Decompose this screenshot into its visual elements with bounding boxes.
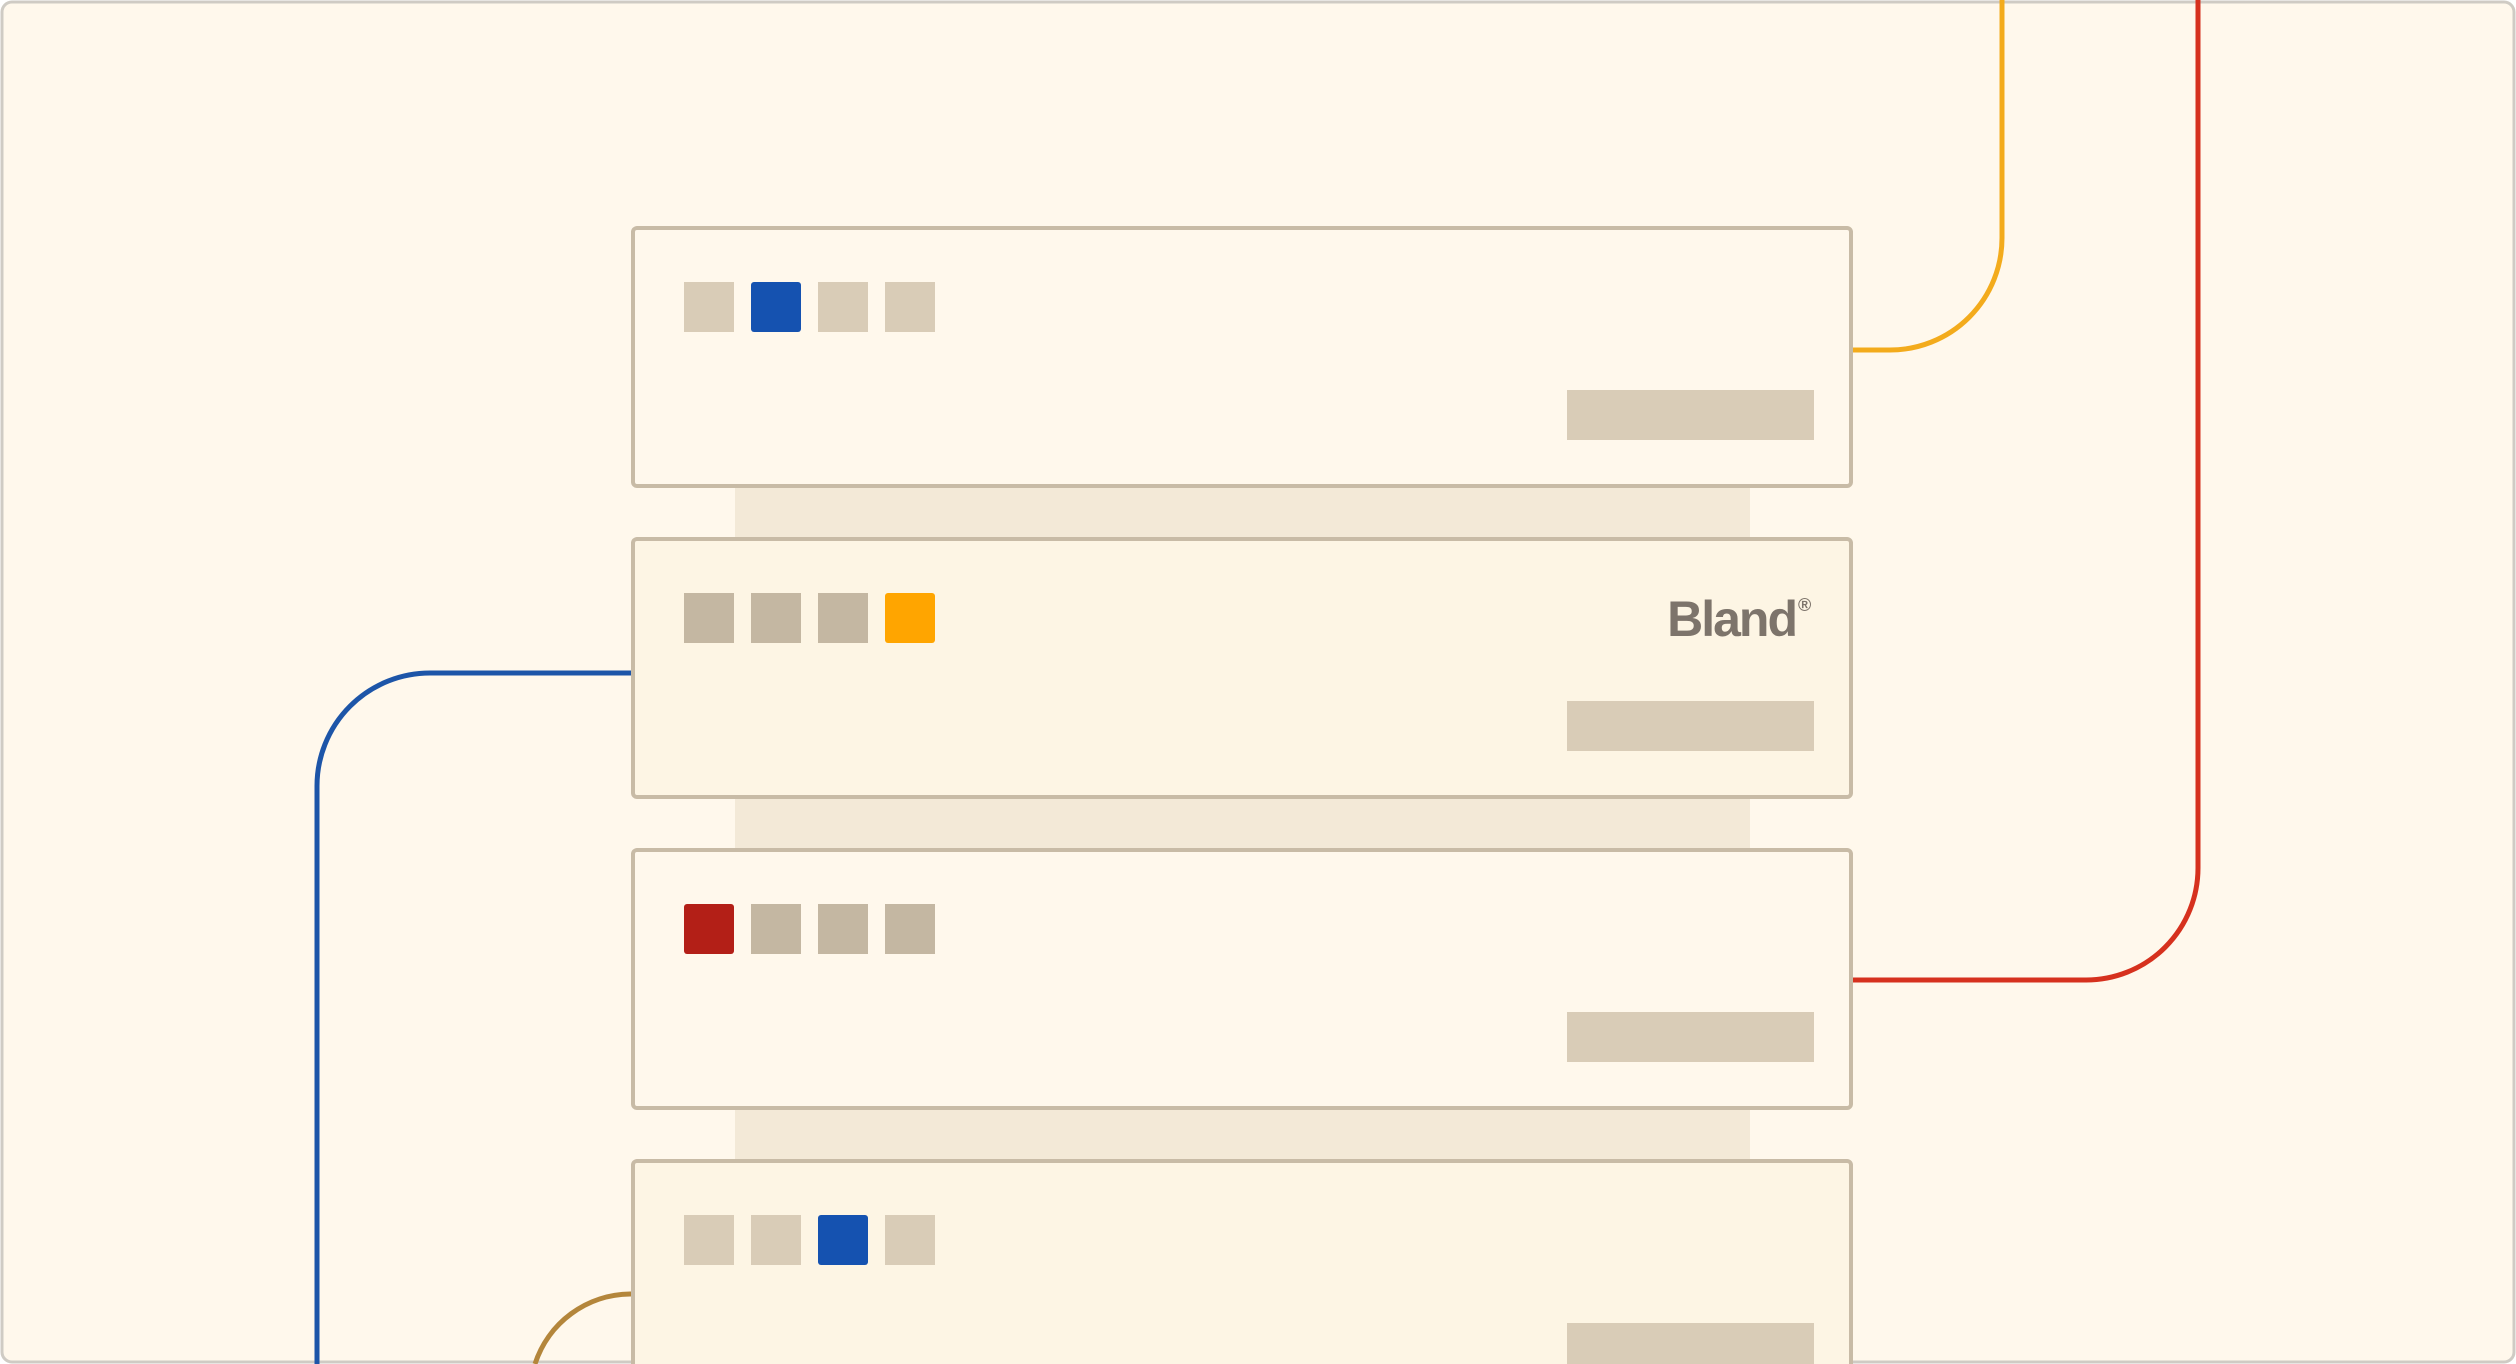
connector-band — [735, 484, 1750, 540]
drive-bar — [1567, 1012, 1814, 1062]
status-indicator-square — [818, 904, 868, 954]
status-indicator-square — [885, 904, 935, 954]
server-unit-card — [631, 848, 1853, 1110]
status-indicator-square — [885, 282, 935, 332]
yellow-connector-line — [1852, 0, 2005, 353]
status-indicator-square — [885, 1215, 935, 1265]
status-indicator-square — [751, 1215, 801, 1265]
server-units: Bland® — [631, 226, 1853, 1364]
server-unit: Bland® — [631, 537, 1853, 799]
drive-bar — [1567, 1323, 1814, 1364]
brand-logo: Bland — [1667, 591, 1796, 647]
server-unit-card — [631, 1159, 1853, 1364]
red-connector-line — [1852, 0, 2201, 983]
drive-bar — [1567, 390, 1814, 440]
status-indicator-square — [751, 593, 801, 643]
status-indicator-square — [684, 593, 734, 643]
gold-connector-line — [532, 1291, 632, 1364]
status-indicator-square — [684, 1215, 734, 1265]
status-indicator-square — [684, 282, 734, 332]
status-indicator-square — [818, 1215, 868, 1265]
status-indicator-square — [751, 904, 801, 954]
server-unit — [631, 226, 1853, 488]
status-indicator-square — [818, 282, 868, 332]
status-indicator-square — [885, 593, 935, 643]
status-indicator-square — [751, 282, 801, 332]
status-indicator-square — [684, 904, 734, 954]
registered-mark: ® — [1798, 595, 1811, 615]
server-unit — [631, 1159, 1853, 1364]
connector-band — [735, 1107, 1750, 1163]
drive-bar — [1567, 701, 1814, 751]
server-unit — [631, 848, 1853, 1110]
connector-band — [735, 796, 1750, 852]
server-unit-card — [631, 226, 1853, 488]
blue-connector-line — [314, 670, 632, 1364]
server-unit-card — [631, 537, 1853, 799]
status-indicator-square — [818, 593, 868, 643]
